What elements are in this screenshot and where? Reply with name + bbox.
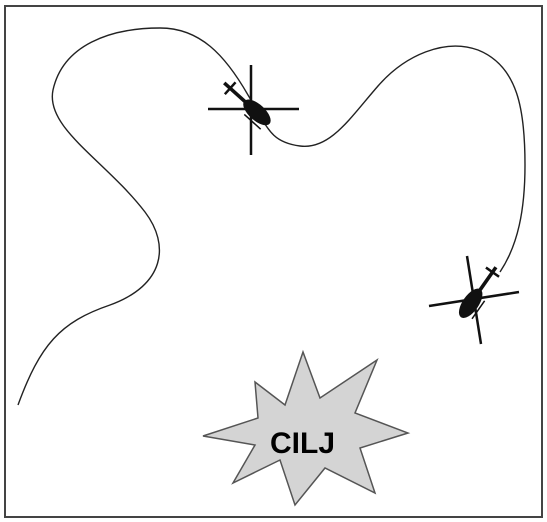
- target-label: CILJ: [270, 427, 335, 460]
- helicopter-body: [458, 288, 483, 318]
- flight-path: [17, 27, 526, 406]
- target-star: [202, 349, 411, 507]
- helicopter-skid: [471, 300, 486, 320]
- helicopter-tail-rotor: [485, 266, 500, 278]
- helicopter-icon: [208, 65, 299, 155]
- target-marker: CILJ: [202, 349, 411, 507]
- helicopter-body: [243, 99, 271, 126]
- helicopter-icon: [428, 255, 520, 345]
- helicopter-tail-rotor: [223, 81, 237, 96]
- helicopter-skid: [243, 113, 262, 130]
